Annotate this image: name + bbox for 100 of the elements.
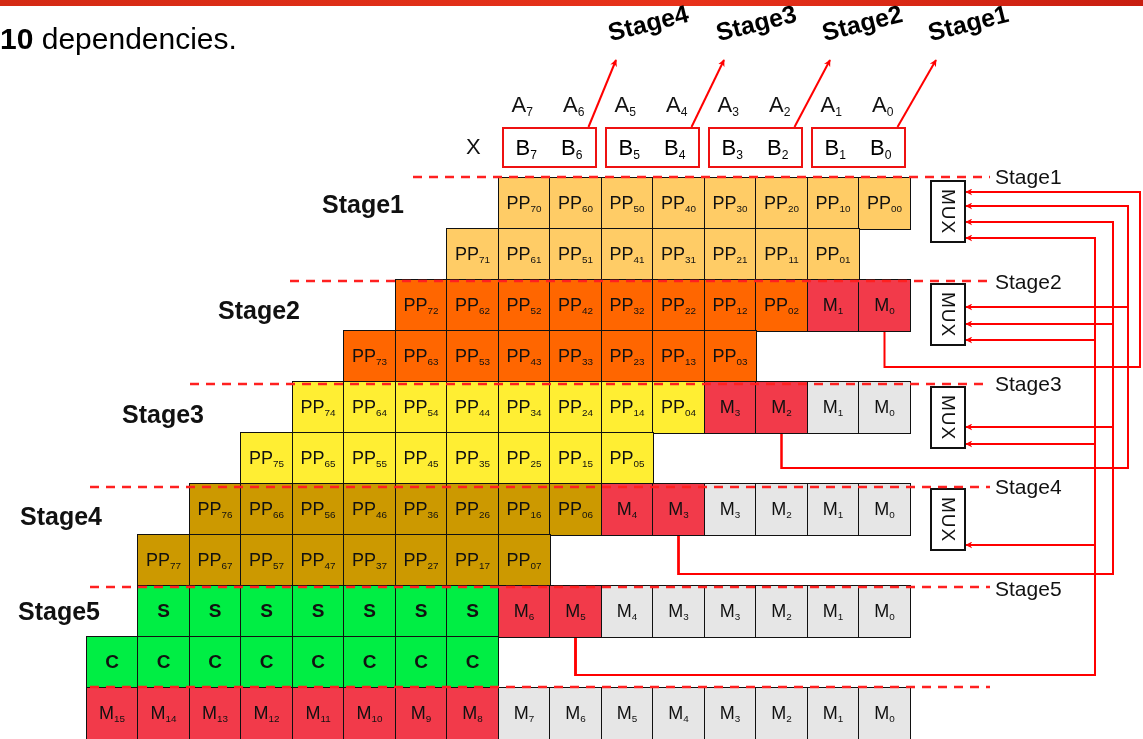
partial-product-cell: PP$_{20}$ (755, 177, 808, 230)
partial-product-cell: PP$_{64}$ (343, 381, 396, 434)
operand-bit: A$_{6}$ (563, 92, 585, 118)
stage-label: Stage2 (218, 296, 300, 325)
partial-product-cell: PP$_{03}$ (703, 330, 757, 383)
result-bit-cell: M$_{4}$ (652, 687, 705, 739)
adder-cell: C (137, 636, 190, 689)
partial-product-cell: PP$_{57}$ (240, 534, 293, 587)
partial-product-cell: PP$_{40}$ (652, 177, 705, 230)
partial-product-cell: PP$_{11}$ (755, 228, 808, 281)
adder-cell: C (291, 636, 345, 689)
operand-bit: A$_{2}$ (769, 92, 791, 118)
arrow (793, 59, 831, 128)
operand-bit: B$_{0}$ (870, 134, 892, 161)
partial-product-cell: PP$_{24}$ (549, 381, 602, 434)
stage-label: Stage3 (713, 0, 800, 47)
adder-cell: S (240, 585, 293, 638)
partial-product-cell: PP$_{56}$ (291, 483, 345, 536)
partial-product-cell: PP$_{51}$ (549, 228, 602, 281)
arrow (690, 59, 725, 128)
operand-bit: B$_{3}$ (721, 134, 743, 161)
result-bit-cell: M$_{1}$ (806, 585, 860, 638)
adder-cell: S (343, 585, 396, 638)
adder-cell: S (188, 585, 242, 638)
result-bit-cell: M$_{15}$ (85, 687, 139, 739)
result-bit-cell: M$_{2}$ (755, 483, 808, 536)
stage-label: Stage4 (605, 0, 692, 47)
stage-label: Stage2 (819, 0, 906, 47)
operand-bit: A$_{5}$ (614, 92, 636, 118)
partial-product-cell: PP$_{07}$ (497, 534, 551, 587)
partial-product-cell: PP$_{43}$ (497, 330, 551, 383)
partial-product-cell: PP$_{66}$ (240, 483, 293, 536)
partial-product-cell: PP$_{42}$ (549, 279, 602, 332)
stage-label: Stage3 (995, 372, 1062, 396)
result-bit-cell: M$_{13}$ (188, 687, 242, 739)
partial-product-cell: PP$_{37}$ (343, 534, 396, 587)
partial-product-cell: PP$_{26}$ (446, 483, 499, 536)
partial-product-cell: PP$_{44}$ (446, 381, 499, 434)
result-bit-cell: M$_{3}$ (652, 483, 705, 536)
partial-product-cell: PP$_{34}$ (497, 381, 551, 434)
partial-product-cell: PP$_{60}$ (549, 177, 602, 230)
partial-product-cell: PP$_{61}$ (497, 228, 551, 281)
partial-product-cell: PP$_{76}$ (188, 483, 242, 536)
stage-label: Stage5 (18, 597, 100, 626)
partial-product-cell: PP$_{30}$ (703, 177, 757, 230)
partial-product-cell: PP$_{31}$ (652, 228, 705, 281)
partial-product-cell: PP$_{27}$ (394, 534, 448, 587)
result-bit-cell: M$_{12}$ (240, 687, 293, 739)
partial-product-cell: PP$_{12}$ (703, 279, 757, 332)
operand-bit: B$_{4}$ (664, 134, 686, 161)
partial-product-cell: PP$_{33}$ (549, 330, 602, 383)
stage-label: Stage4 (20, 502, 102, 531)
heading: 10 dependencies. (0, 22, 237, 56)
adder-cell: C (394, 636, 448, 689)
adder-cell: S (394, 585, 448, 638)
partial-product-cell: PP$_{16}$ (497, 483, 551, 536)
partial-product-cell: PP$_{71}$ (446, 228, 499, 281)
partial-product-cell: PP$_{21}$ (703, 228, 757, 281)
partial-product-cell: PP$_{46}$ (343, 483, 396, 536)
partial-product-cell: PP$_{47}$ (291, 534, 345, 587)
operand-bit: B$_{6}$ (561, 134, 583, 161)
multiplexer-box: MUX (930, 488, 966, 551)
bit-pair-group (501, 127, 597, 168)
partial-product-cell: PP$_{75}$ (240, 432, 293, 485)
multiplexer-box: MUX (930, 386, 966, 449)
result-bit-cell: M$_{3}$ (703, 381, 757, 434)
stage-label: Stage2 (995, 270, 1062, 294)
partial-product-cell: PP$_{41}$ (600, 228, 654, 281)
partial-product-cell: PP$_{62}$ (446, 279, 499, 332)
multiply-sign: X (466, 134, 481, 160)
partial-product-cell: PP$_{63}$ (394, 330, 448, 383)
result-bit-cell: M$_{2}$ (755, 687, 808, 739)
stage-label: Stage1 (925, 0, 1012, 47)
result-bit-cell: M$_{0}$ (858, 585, 911, 638)
arrow (883, 188, 1141, 368)
result-bit-cell: M$_{6}$ (497, 585, 551, 638)
partial-product-cell: PP$_{55}$ (343, 432, 396, 485)
operand-bit: B$_{7}$ (515, 134, 537, 161)
partial-product-cell: PP$_{45}$ (394, 432, 448, 485)
arrow (587, 59, 617, 128)
bit-pair-group (707, 127, 803, 168)
result-bit-cell: M$_{0}$ (858, 687, 911, 739)
adder-cell: C (446, 636, 499, 689)
partial-product-cell: PP$_{15}$ (549, 432, 602, 485)
partial-product-cell: PP$_{32}$ (600, 279, 654, 332)
result-bit-cell: M$_{1}$ (806, 687, 860, 739)
adder-cell: S (137, 585, 190, 638)
partial-product-cell: PP$_{13}$ (652, 330, 705, 383)
partial-product-cell: PP$_{02}$ (755, 279, 808, 332)
partial-product-cell: PP$_{05}$ (600, 432, 654, 485)
partial-product-cell: PP$_{17}$ (446, 534, 499, 587)
operand-bit: A$_{4}$ (666, 92, 688, 118)
partial-product-cell: PP$_{74}$ (291, 381, 345, 434)
result-bit-cell: M$_{3}$ (703, 483, 757, 536)
result-bit-cell: M$_{14}$ (137, 687, 190, 739)
arrow (896, 59, 937, 128)
partial-product-cell: PP$_{72}$ (394, 279, 448, 332)
result-bit-cell: M$_{6}$ (549, 687, 602, 739)
partial-product-cell: PP$_{14}$ (600, 381, 654, 434)
result-bit-cell: M$_{2}$ (755, 585, 808, 638)
